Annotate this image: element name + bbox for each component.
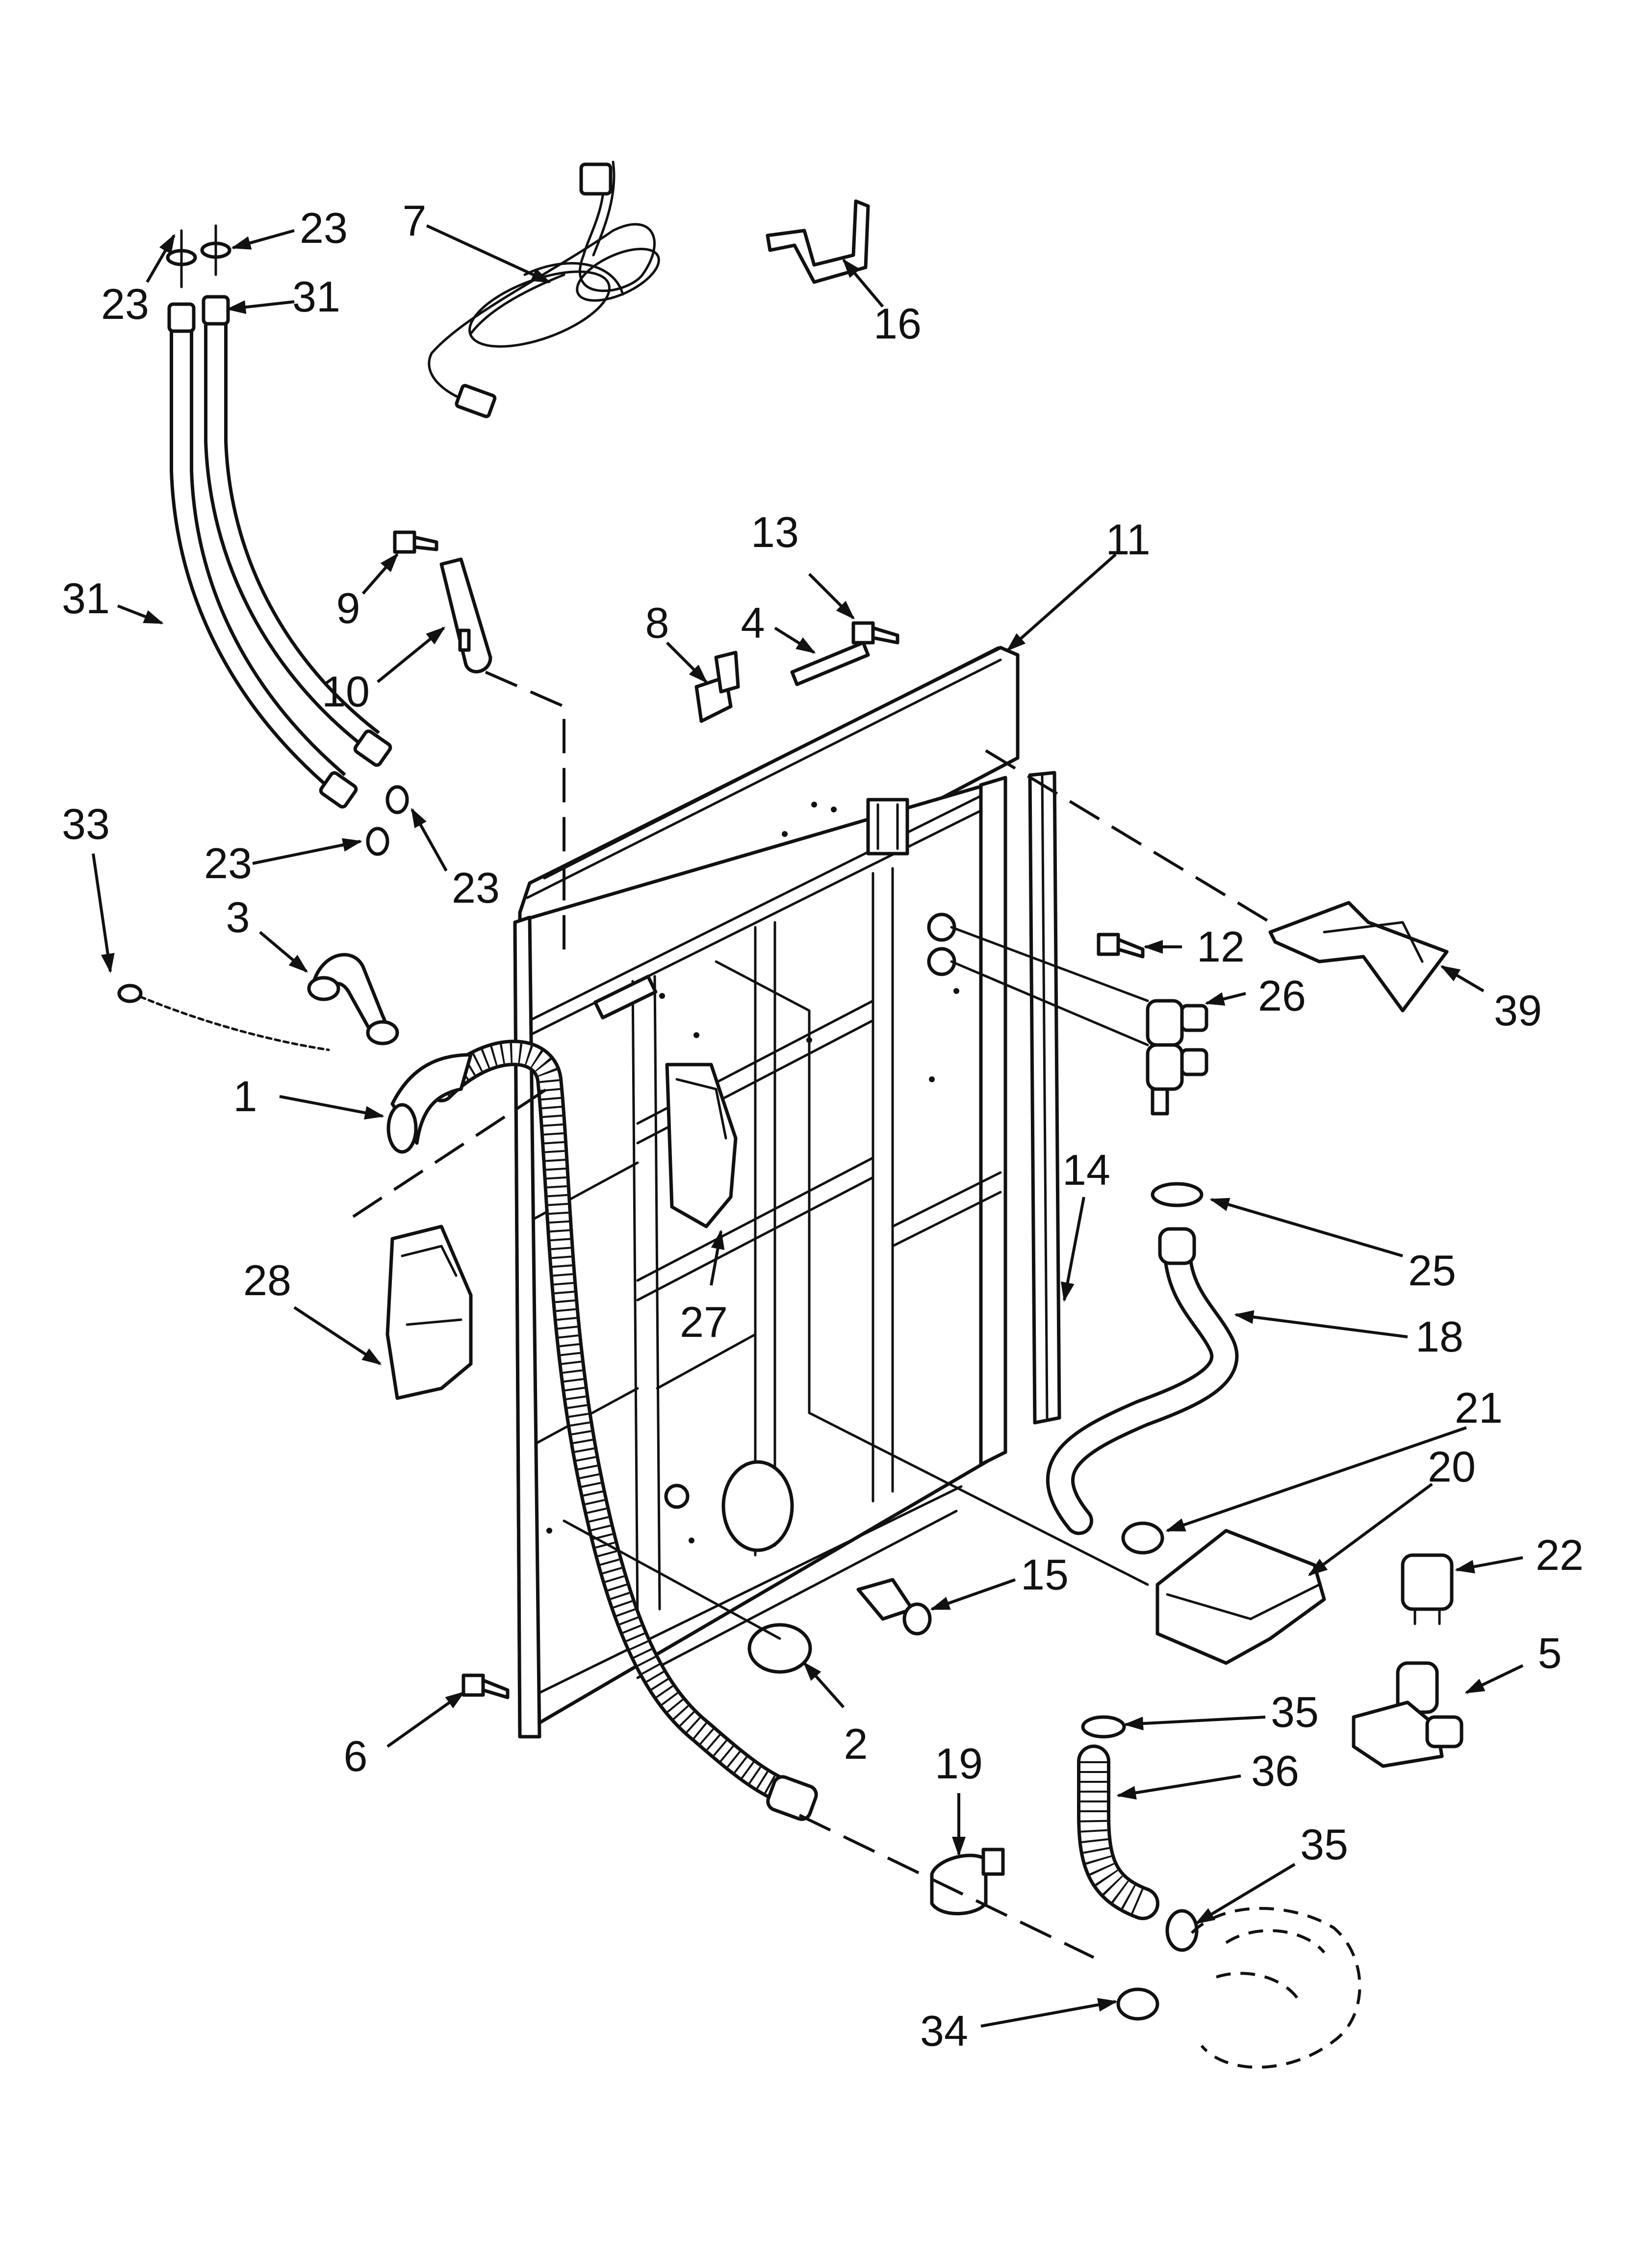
hinge-part [790,641,870,686]
inlet-hoses-part [167,295,392,809]
callout-22: 22 [1536,1531,1584,1579]
rear-panel-part [513,646,1020,1736]
panel-side-strip [513,915,541,1739]
drain-pump-part [1352,1661,1463,1768]
callout-12: 12 [1197,922,1245,971]
callout-23: 23 [204,839,252,887]
callout-9: 9 [336,584,360,632]
screw-part [393,530,438,554]
washer-part [385,785,409,814]
callout-14: 14 [1062,1146,1110,1194]
wire-harness-part [428,160,660,418]
callout-31: 31 [62,574,110,623]
callout-25: 25 [1408,1246,1456,1295]
dispenser-housing-part [1155,1529,1326,1665]
callout-6: 6 [344,1732,368,1780]
capacitor-part [1401,1553,1454,1611]
callout-31: 31 [292,272,340,321]
callout-labels: 7 23 23 31 16 13 11 9 31 8 4 10 33 23 23… [62,196,1584,2055]
callout-8: 8 [645,599,669,647]
callout-3: 3 [226,893,250,941]
strap-part [439,557,492,674]
screw-part [851,621,899,645]
pump-hose-part [1077,1745,1159,1920]
callout-23: 23 [452,863,500,912]
screw-part [1097,933,1145,959]
clamp-part [1121,1521,1164,1555]
dispenser-part [385,1225,473,1400]
callout-28: 28 [243,1256,291,1304]
hose-clamp-part [1165,1909,1199,1952]
callout-23: 23 [300,204,348,252]
callout-39: 39 [1494,986,1542,1035]
drain-hose-part [386,1040,818,1821]
callout-27: 27 [680,1298,728,1346]
callout-19: 19 [935,1739,983,1788]
hose-clamp-part [1116,1987,1159,2021]
callout-35: 35 [1300,1820,1348,1869]
hose-clamp-part [747,1623,812,1674]
callout-10: 10 [322,667,370,716]
callout-5: 5 [1538,1629,1562,1677]
callout-2: 2 [844,1720,868,1768]
callout-leaders [92,224,1524,2028]
callout-11: 11 [1105,515,1150,564]
callout-23: 23 [101,280,149,328]
hood-part [1268,901,1449,1013]
callout-33: 33 [62,800,110,848]
callout-4: 4 [741,599,765,647]
washer-part [366,827,389,856]
callout-26: 26 [1258,971,1306,1020]
callout-1: 1 [233,1072,257,1121]
coupling-part [930,1853,988,1916]
tub-phantom [1190,1907,1361,2069]
callout-18: 18 [1415,1312,1463,1361]
hose-clamp-part [1081,1715,1126,1739]
cable-tie-part [131,992,330,1051]
screw-part [462,1673,510,1699]
callout-21: 21 [1455,1383,1503,1432]
callout-13: 13 [751,508,799,556]
water-valve-part [1146,999,1208,1116]
callout-34: 34 [920,2007,968,2055]
hose-clamp-part [1151,1182,1204,1207]
callout-15: 15 [1021,1550,1069,1599]
callout-36: 36 [1251,1747,1299,1795]
callout-35: 35 [1271,1688,1319,1736]
inlet-tube-part [1046,1227,1239,1535]
callout-20: 20 [1428,1442,1476,1491]
callout-7: 7 [403,196,427,245]
switch-part [714,651,740,694]
callout-16: 16 [873,299,922,348]
